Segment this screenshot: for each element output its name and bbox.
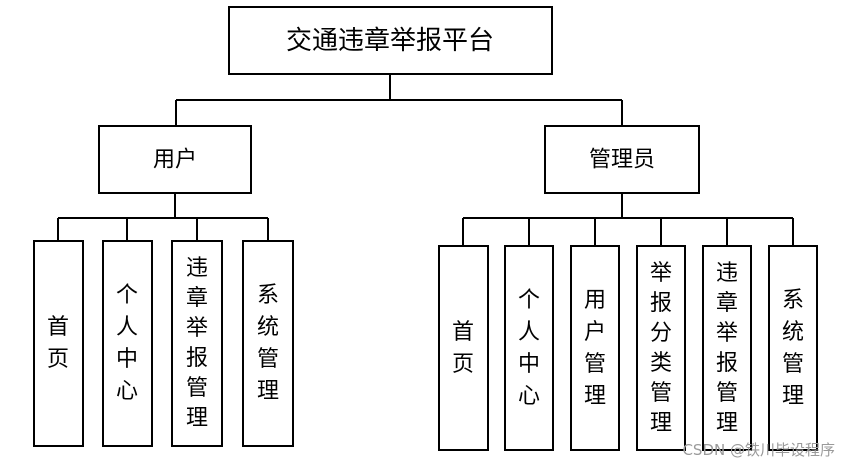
leaf-label: 首页 bbox=[47, 315, 69, 372]
leaf-label: 违章举报管理 bbox=[186, 256, 208, 431]
group-node-admin: 管理员 bbox=[544, 125, 700, 194]
watermark: CSDN @铁川毕设程序 bbox=[682, 441, 835, 459]
connectors bbox=[57, 74, 794, 246]
leaf-label: 举报分类管理 bbox=[650, 261, 672, 436]
leaf-label: 违章举报管理 bbox=[716, 261, 738, 436]
leaf-box bbox=[570, 245, 620, 451]
group-node-user: 用户 bbox=[98, 125, 252, 194]
leaf-box bbox=[702, 245, 752, 451]
group-label-user: 用户 bbox=[153, 148, 197, 173]
leaf-box bbox=[102, 240, 153, 447]
group-user-connector bbox=[57, 193, 269, 241]
root-connector bbox=[175, 74, 623, 126]
leaf-label: 个人中心 bbox=[116, 283, 138, 404]
leaf-box bbox=[768, 245, 818, 451]
group-label-admin: 管理员 bbox=[589, 148, 655, 173]
leaves-user: 首页 个人中心 违章举报管理 系统管理 bbox=[33, 240, 294, 447]
leaf-box bbox=[636, 245, 686, 451]
leaf-label: 用户管理 bbox=[584, 288, 606, 409]
leaves-admin: 首页 个人中心 用户管理 举报分类管理 违章举报管理 系统管理 bbox=[438, 245, 818, 451]
leaf-label: 系统管理 bbox=[257, 283, 279, 404]
leaf-label: 系统管理 bbox=[782, 288, 804, 409]
leaf-box bbox=[438, 245, 489, 451]
leaf-label: 个人中心 bbox=[518, 288, 540, 409]
leaf-box bbox=[504, 245, 554, 451]
leaf-box bbox=[171, 240, 223, 447]
group-admin-connector bbox=[462, 193, 794, 246]
root-label: 交通违章举报平台 bbox=[286, 26, 494, 56]
leaf-box bbox=[33, 240, 84, 447]
leaf-label: 首页 bbox=[452, 320, 474, 377]
leaf-box bbox=[242, 240, 294, 447]
root-node: 交通违章举报平台 bbox=[228, 6, 553, 75]
